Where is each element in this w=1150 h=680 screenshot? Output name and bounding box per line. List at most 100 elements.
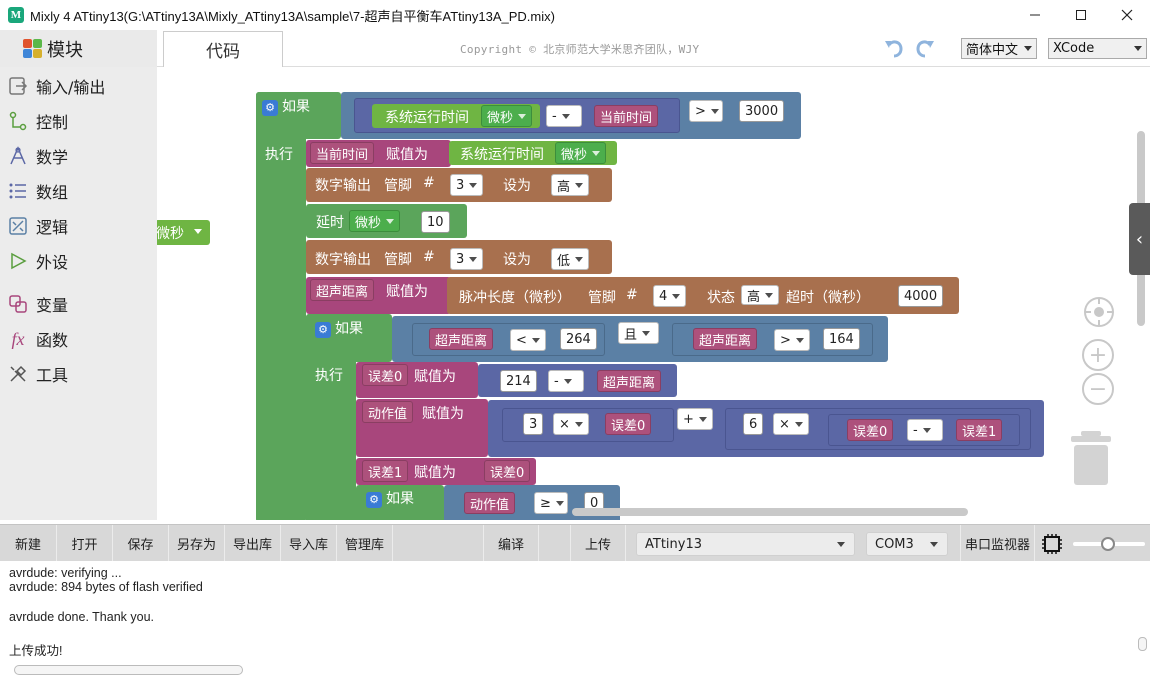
sidebar-item-list[interactable]: 数组 (0, 174, 157, 208)
copyright-text: Copyright © 北京师范大学米思齐团队，WJY (460, 43, 700, 56)
pulse-length-label: 脉冲长度（微秒） (459, 290, 571, 306)
lt-op-dropdown[interactable]: < (510, 329, 546, 351)
level-high-dropdown[interactable]: 高 (551, 174, 590, 196)
ultra-dist-var[interactable]: 超声距离 (693, 328, 758, 350)
gt-op-dropdown[interactable]: > (774, 329, 810, 351)
sidebar-item-io[interactable]: 输入/输出 (0, 69, 157, 103)
workspace-horizontal-scrollbar[interactable] (572, 508, 968, 516)
ultra-dist-var[interactable]: 超声距离 (597, 370, 662, 392)
sidebar-item-logic[interactable]: 逻辑 (0, 209, 157, 243)
level-low-dropdown[interactable]: 低 (551, 248, 590, 270)
zoom-slider[interactable] (1073, 537, 1145, 551)
console-line: avrdude: verifying ... (9, 566, 122, 580)
cur-time-var[interactable]: 当前时间 (310, 142, 375, 164)
chevron-down-icon (930, 542, 938, 547)
number-214[interactable]: 214 (500, 370, 537, 392)
sidebar-item-tools[interactable]: 工具 (0, 357, 157, 391)
number-3000[interactable]: 3000 (739, 100, 785, 122)
top-bar: 模块 代码 Copyright © 北京师范大学米思齐团队，WJY 简体中文 X… (0, 30, 1150, 67)
number-4000[interactable]: 4000 (898, 285, 944, 307)
port-select[interactable]: COM3 (866, 532, 948, 556)
minimize-button[interactable] (1012, 0, 1058, 30)
sidebar-item-function[interactable]: fx 函数 (0, 322, 157, 356)
err1-var[interactable]: 误差1 (362, 460, 409, 482)
upload-button[interactable]: 上传 (570, 525, 626, 562)
pin-dropdown[interactable]: 4 (653, 285, 687, 307)
stray-micros-block[interactable]: 微秒 (157, 220, 210, 245)
set-to-label: 设为 (503, 252, 531, 268)
manage-lib-button[interactable]: 管理库 (337, 525, 393, 562)
sidebar-item-label: 数学 (36, 148, 69, 167)
number-6[interactable]: 6 (743, 413, 764, 435)
micros-dropdown[interactable]: 微秒 (481, 105, 533, 127)
number-164[interactable]: 164 (823, 328, 860, 350)
sidebar-item-control[interactable]: 控制 (0, 104, 157, 138)
zoom-out-button[interactable]: − (1082, 373, 1114, 405)
maximize-button[interactable] (1058, 0, 1104, 30)
number-3[interactable]: 3 (523, 413, 544, 435)
gte-op-dropdown[interactable]: ≥ (534, 492, 568, 514)
cur-time-var[interactable]: 当前时间 (594, 105, 659, 127)
collapse-panel-button[interactable]: ‹ (1129, 203, 1150, 275)
micros-dropdown[interactable]: 微秒 (555, 142, 607, 164)
times-op-dropdown[interactable]: × (553, 413, 589, 435)
pulse-in-block[interactable] (447, 277, 959, 314)
trash-icon[interactable] (1071, 431, 1111, 485)
recenter-button[interactable] (1084, 297, 1114, 327)
assign-label: 赋值为 (414, 465, 456, 481)
compile-button[interactable]: 编译 (483, 525, 539, 562)
pin-dropdown[interactable]: 3 (450, 174, 484, 196)
times-op-dropdown[interactable]: × (773, 413, 809, 435)
ultra-dist-var[interactable]: 超声距离 (429, 328, 494, 350)
tab-code[interactable]: 代码 (163, 31, 283, 67)
language-select[interactable]: 简体中文 (961, 38, 1037, 59)
err1-var[interactable]: 误差1 (956, 419, 1003, 441)
undo-icon[interactable] (882, 36, 906, 60)
micros-dropdown[interactable]: 微秒 (349, 210, 401, 232)
sidebar-item-math[interactable]: 数学 (0, 139, 157, 173)
state-high-dropdown[interactable]: 高 (741, 285, 780, 305)
gt-op-dropdown[interactable]: > (689, 100, 723, 122)
console-vertical-scrollbar[interactable] (1138, 637, 1147, 651)
sidebar-item-variable[interactable]: 变量 (0, 287, 157, 321)
pin-dropdown[interactable]: 3 (450, 248, 484, 270)
minus-op-dropdown[interactable]: - (548, 370, 584, 392)
chip-icon[interactable] (1041, 534, 1063, 554)
save-button[interactable]: 保存 (113, 525, 169, 562)
language-value: 简体中文 (966, 43, 1019, 58)
zoom-in-button[interactable]: + (1082, 339, 1114, 371)
err0-var[interactable]: 误差0 (484, 460, 531, 482)
action-val-var[interactable]: 动作值 (362, 401, 414, 423)
theme-select[interactable]: XCode (1048, 38, 1147, 59)
number-264[interactable]: 264 (560, 328, 597, 350)
import-lib-button[interactable]: 导入库 (281, 525, 337, 562)
number-10[interactable]: 10 (421, 211, 450, 233)
ultra-dist-var[interactable]: 超声距离 (310, 279, 375, 301)
err0-var[interactable]: 误差0 (847, 419, 894, 441)
export-lib-button[interactable]: 导出库 (225, 525, 281, 562)
puzzle-icon (23, 38, 43, 59)
mixly-logo-icon: M (8, 7, 24, 23)
sidebar-item-peripheral[interactable]: 外设 (0, 244, 157, 278)
slider-handle[interactable] (1101, 537, 1115, 551)
block-workspace[interactable]: 微秒 ⚙如果 执行 系统运行时间 微秒 - 当前时间 > 3000 当前时间 赋… (157, 68, 1150, 520)
sidebar-item-label: 逻辑 (36, 218, 69, 237)
module-header: 模块 (0, 30, 157, 67)
save-as-button[interactable]: 另存为 (169, 525, 225, 562)
err0-var[interactable]: 误差0 (605, 413, 652, 435)
output-console[interactable]: avrdude: verifying ... avrdude: 894 byte… (0, 561, 1150, 680)
and-op-dropdown[interactable]: 且 (618, 322, 659, 344)
plus-op-dropdown[interactable]: + (677, 408, 713, 430)
action-val-var[interactable]: 动作值 (464, 492, 516, 514)
serial-monitor-button[interactable]: 串口监视器 (960, 525, 1035, 562)
minus-op-dropdown[interactable]: - (907, 419, 943, 441)
err0-var[interactable]: 误差0 (362, 364, 409, 386)
new-button[interactable]: 新建 (0, 525, 57, 562)
console-horizontal-scrollbar[interactable] (14, 665, 243, 675)
assign-label: 赋值为 (386, 147, 428, 163)
minus-op-dropdown[interactable]: - (546, 105, 582, 127)
redo-icon[interactable] (913, 36, 937, 60)
board-select[interactable]: ATtiny13 (636, 532, 855, 556)
open-button[interactable]: 打开 (57, 525, 113, 562)
close-button[interactable] (1104, 0, 1150, 30)
